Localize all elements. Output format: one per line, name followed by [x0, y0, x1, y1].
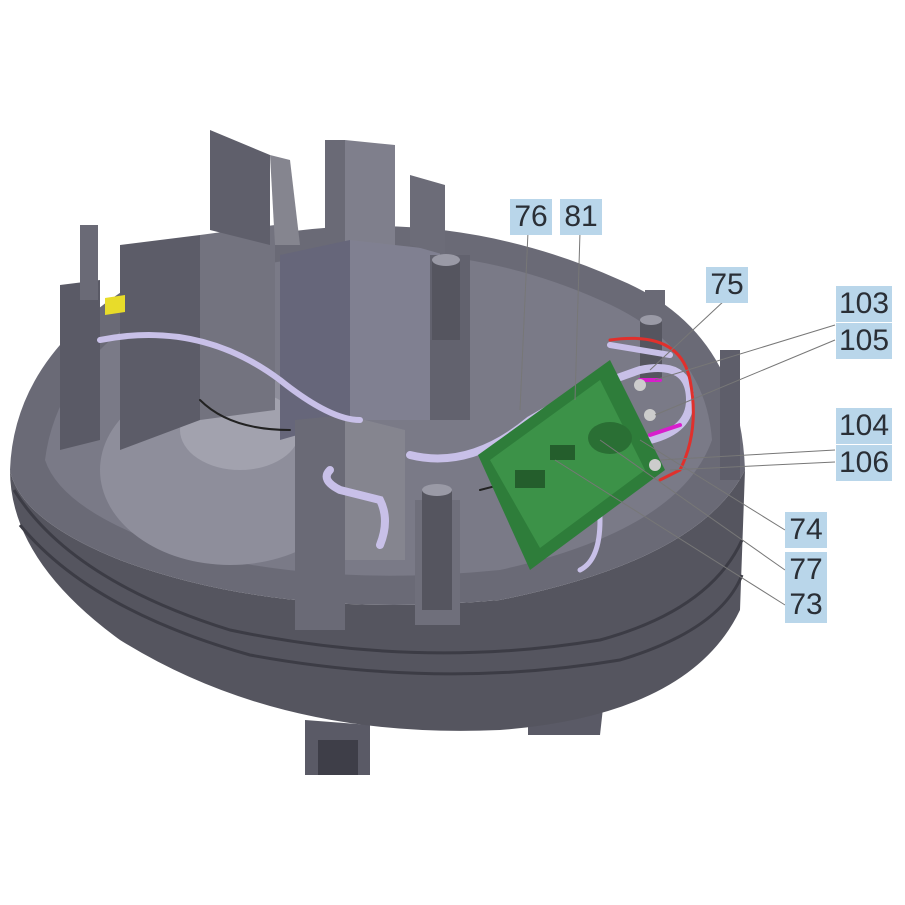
callout-104: 104 — [836, 408, 892, 444]
housing-ribs — [60, 130, 740, 630]
control-pcb — [478, 360, 665, 570]
callout-73: 73 — [785, 587, 827, 623]
callout-75: 75 — [706, 267, 748, 303]
callout-76: 76 — [510, 199, 552, 235]
callout-77: 77 — [785, 552, 827, 588]
leader-lines — [519, 231, 836, 606]
callout-106: 106 — [836, 445, 892, 481]
callout-81: 81 — [560, 199, 602, 235]
callout-74: 74 — [785, 512, 827, 548]
callout-103: 103 — [836, 286, 892, 322]
callout-105: 105 — [836, 323, 892, 359]
yellow-clip — [105, 295, 125, 315]
